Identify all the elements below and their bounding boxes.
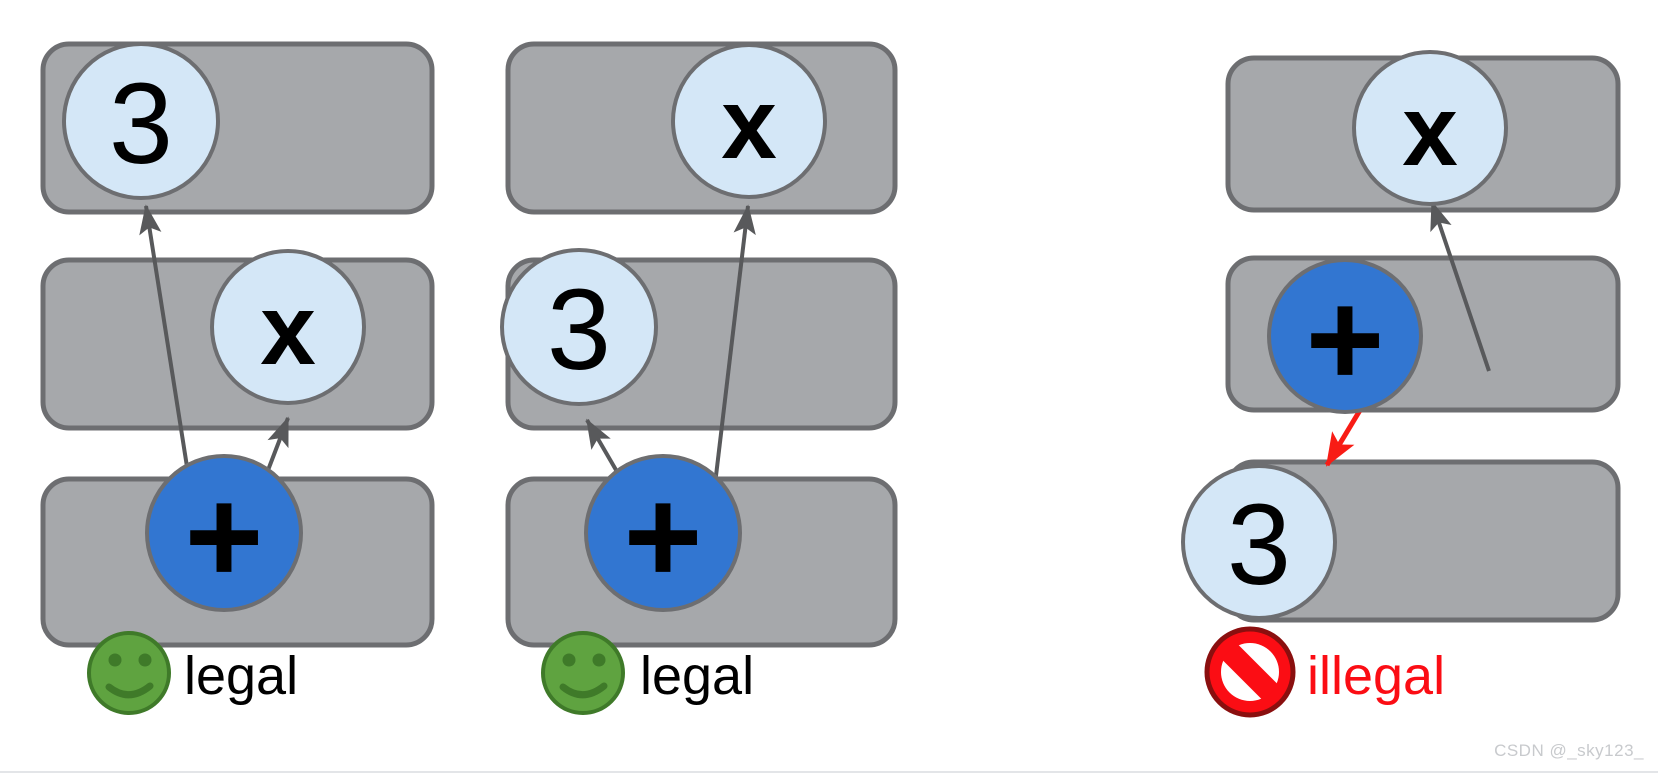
operand-node-label: x [721,68,777,180]
operator-node-circle [1267,258,1423,414]
operator-node-label: + [1306,264,1385,415]
smiley-icon [541,631,625,715]
operand-node-circle [500,248,658,406]
operand-node-circle [671,43,827,199]
panel-2: x 3 + legal [500,41,898,715]
panel-1-node-3[interactable]: 3 [62,42,220,200]
operand-node-circle [1181,464,1337,620]
smiley-icon [87,631,171,715]
panel-1-node-x[interactable]: x [210,249,366,405]
operand-node-label: 3 [109,60,173,188]
panel-3-node-3[interactable]: 3 [1181,464,1337,620]
panel-2-edge-plus-to-x [709,204,756,519]
panel-1-node-plus[interactable]: + [145,454,303,612]
watermark-label: CSDN @_sky123_ [1494,741,1644,760]
operand-node-circle [62,42,220,200]
footer-divider [0,771,1658,773]
panel-3-node-x[interactable]: x [1352,50,1508,206]
panel-2-verdict: legal [541,631,754,715]
panel-3-node-plus[interactable]: + [1267,258,1423,415]
operand-node-label: x [260,274,316,386]
panel-1-verdict: legal [87,631,298,715]
operand-node-circle [210,249,366,405]
operand-node-label: x [1402,75,1458,187]
operator-node-label: + [624,461,703,612]
verdict-label: legal [184,646,298,706]
operand-node-label: 3 [1227,481,1291,609]
panel-1: 3 x + legal [40,41,435,715]
panel-2-node-plus[interactable]: + [584,454,742,612]
panel-3-edge-plus-to-x [1430,200,1491,372]
no-entry-icon [1204,626,1296,718]
operator-node-circle [584,454,742,612]
panel-3: x + 3 illegal [1181,50,1621,718]
verdict-label: legal [640,646,754,706]
operand-node-label: 3 [547,266,611,394]
operator-node-label: + [185,461,264,612]
verdict-label: illegal [1307,646,1445,706]
operand-node-circle [1352,50,1508,206]
operator-node-circle [145,454,303,612]
panel-2-node-x[interactable]: x [671,43,827,199]
panel-3-verdict: illegal [1204,626,1445,718]
panel-2-node-3[interactable]: 3 [500,248,658,406]
